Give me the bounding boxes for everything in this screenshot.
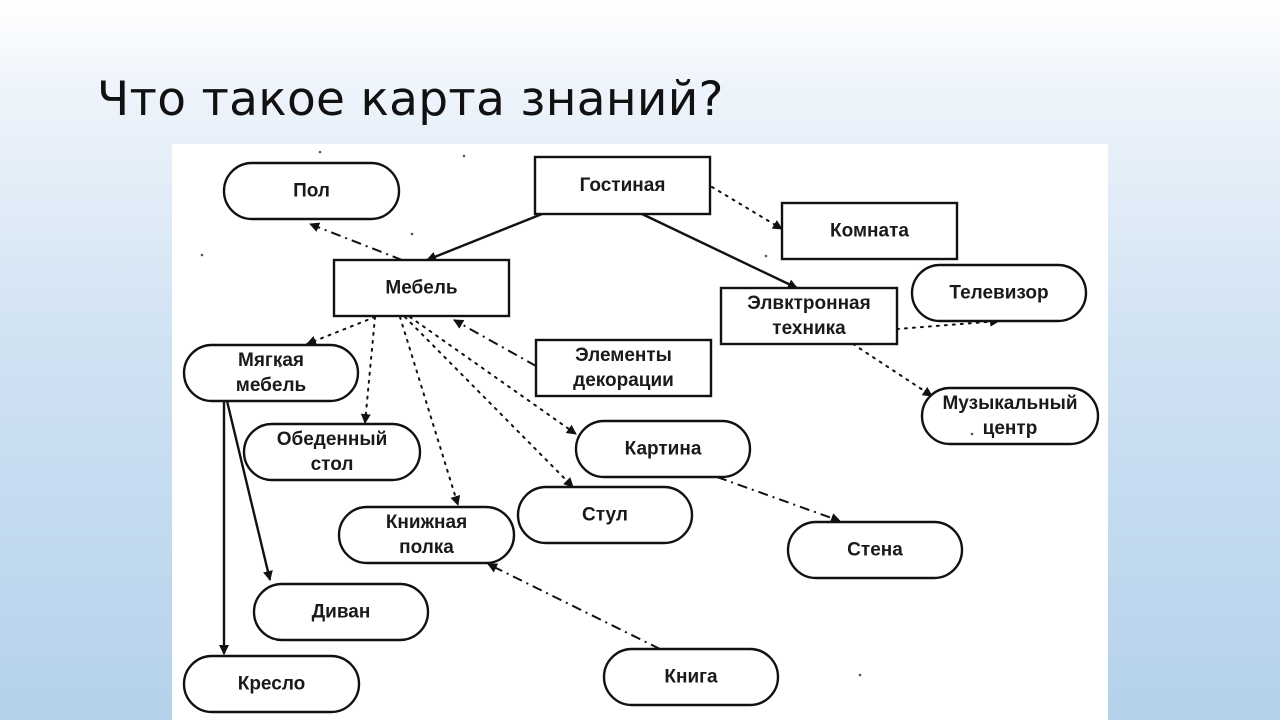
node-mebel: Мебель <box>332 258 511 318</box>
node-televizor-box <box>910 263 1088 323</box>
node-kniga-label-1: Книга <box>664 667 718 688</box>
node-elektronnaya-box <box>719 286 899 346</box>
node-knizhnaya: Книжная полка <box>337 505 516 565</box>
node-gostinaya: Гостиная <box>533 155 712 216</box>
edge-mebel-to-stul <box>404 316 574 488</box>
node-obedenny-label-1: Обеденный <box>277 429 388 450</box>
node-kreslo: Кресло <box>182 654 361 714</box>
scan-speck <box>970 432 974 436</box>
node-obedenny-label-2: стол <box>311 454 354 475</box>
node-gostinaya-label-1: Гостиная <box>580 175 666 196</box>
node-obedenny: Обеденный стол <box>242 422 422 482</box>
node-kreslo-box <box>182 654 361 714</box>
edge-mebel-to-pol <box>309 222 403 261</box>
edge-elementy-to-mebel <box>453 319 537 367</box>
edge-kniga-to-knizhnaya <box>487 563 661 650</box>
scan-speck <box>858 673 862 677</box>
node-myagkaya-box <box>182 343 360 403</box>
node-televizor-label-1: Телевизор <box>949 283 1048 304</box>
scan-speck <box>318 150 322 154</box>
node-muzykalny-label-2: центр <box>983 418 1038 439</box>
node-divan: Диван <box>252 582 430 642</box>
scan-speck <box>410 232 414 236</box>
scan-specks <box>200 150 974 677</box>
edge-mebel-to-myagkaya <box>306 316 376 346</box>
node-stul-box <box>516 485 694 545</box>
node-stena: Стена <box>786 520 964 580</box>
edge-gostinaya-to-komnata <box>711 186 783 230</box>
scan-speck <box>764 254 768 258</box>
node-mebel-label-1: Мебель <box>385 278 457 299</box>
node-knizhnaya-label-1: Книжная <box>386 512 467 533</box>
node-elektronnaya: Элвктронная техника <box>719 286 899 346</box>
node-myagkaya: Мягкая мебель <box>182 343 360 403</box>
node-kreslo-label-1: Кресло <box>238 674 306 695</box>
node-knizhnaya-box <box>337 505 516 565</box>
node-stena-label-1: Стена <box>847 540 903 561</box>
node-stena-box <box>786 520 964 580</box>
edge-myagkaya-to-divan <box>225 400 273 581</box>
node-elektronnaya-label-2: техника <box>772 318 846 339</box>
node-divan-label-1: Диван <box>312 602 371 623</box>
node-divan-box <box>252 582 430 642</box>
node-pol: Пол <box>222 161 401 221</box>
node-obedenny-box <box>242 422 422 482</box>
scan-speck <box>278 364 282 368</box>
node-muzykalny-label-1: Музыкальный <box>942 393 1077 414</box>
node-knizhnaya-label-2: полка <box>399 537 454 558</box>
node-myagkaya-label-1: Мягкая <box>238 350 304 371</box>
scan-speck <box>462 154 466 158</box>
node-muzykalny: Музыкальный центр <box>920 386 1100 446</box>
node-kartina-box <box>574 419 752 479</box>
node-kniga-box <box>602 647 780 707</box>
node-elementy-label-1: Элементы <box>575 345 672 366</box>
node-mebel-box <box>332 258 511 318</box>
node-gostinaya-box <box>533 155 712 216</box>
edge-gostinaya-to-mebel <box>426 212 543 262</box>
node-televizor: Телевизор <box>910 263 1088 323</box>
node-komnata-box <box>780 201 959 261</box>
edge-kartina-to-stena <box>716 476 841 523</box>
node-muzykalny-box <box>920 386 1100 446</box>
node-elementy-box <box>534 338 713 398</box>
node-kartina: Картина <box>574 419 752 479</box>
node-myagkaya-label-2: мебель <box>236 375 306 396</box>
edge-mebel-to-knizhnaya <box>399 316 461 506</box>
node-kniga: Книга <box>602 647 780 707</box>
node-komnata-label-1: Комната <box>830 221 909 242</box>
node-elementy: Элементы декорации <box>534 338 713 398</box>
node-pol-box <box>222 161 401 221</box>
edge-mebel-to-obedenny <box>360 316 376 424</box>
edges-layer <box>219 186 1000 655</box>
node-stul: Стул <box>516 485 694 545</box>
node-komnata: Комната <box>780 201 959 261</box>
slide-title: Что такое карта знаний? <box>97 72 724 127</box>
edge-gostinaya-to-elektronnaya <box>641 212 798 290</box>
node-kartina-label-1: Картина <box>625 439 702 460</box>
node-elektronnaya-label-1: Элвктронная <box>747 293 870 314</box>
node-pol-label-1: Пол <box>293 181 330 202</box>
edge-elektronnaya-to-muzykalny <box>852 343 933 397</box>
scan-speck <box>200 253 204 257</box>
node-elementy-label-2: декорации <box>573 370 674 391</box>
edge-mebel-to-kartina <box>409 316 577 435</box>
edge-elektronnaya-to-televizor <box>896 316 1000 330</box>
node-stul-label-1: Стул <box>582 505 628 526</box>
